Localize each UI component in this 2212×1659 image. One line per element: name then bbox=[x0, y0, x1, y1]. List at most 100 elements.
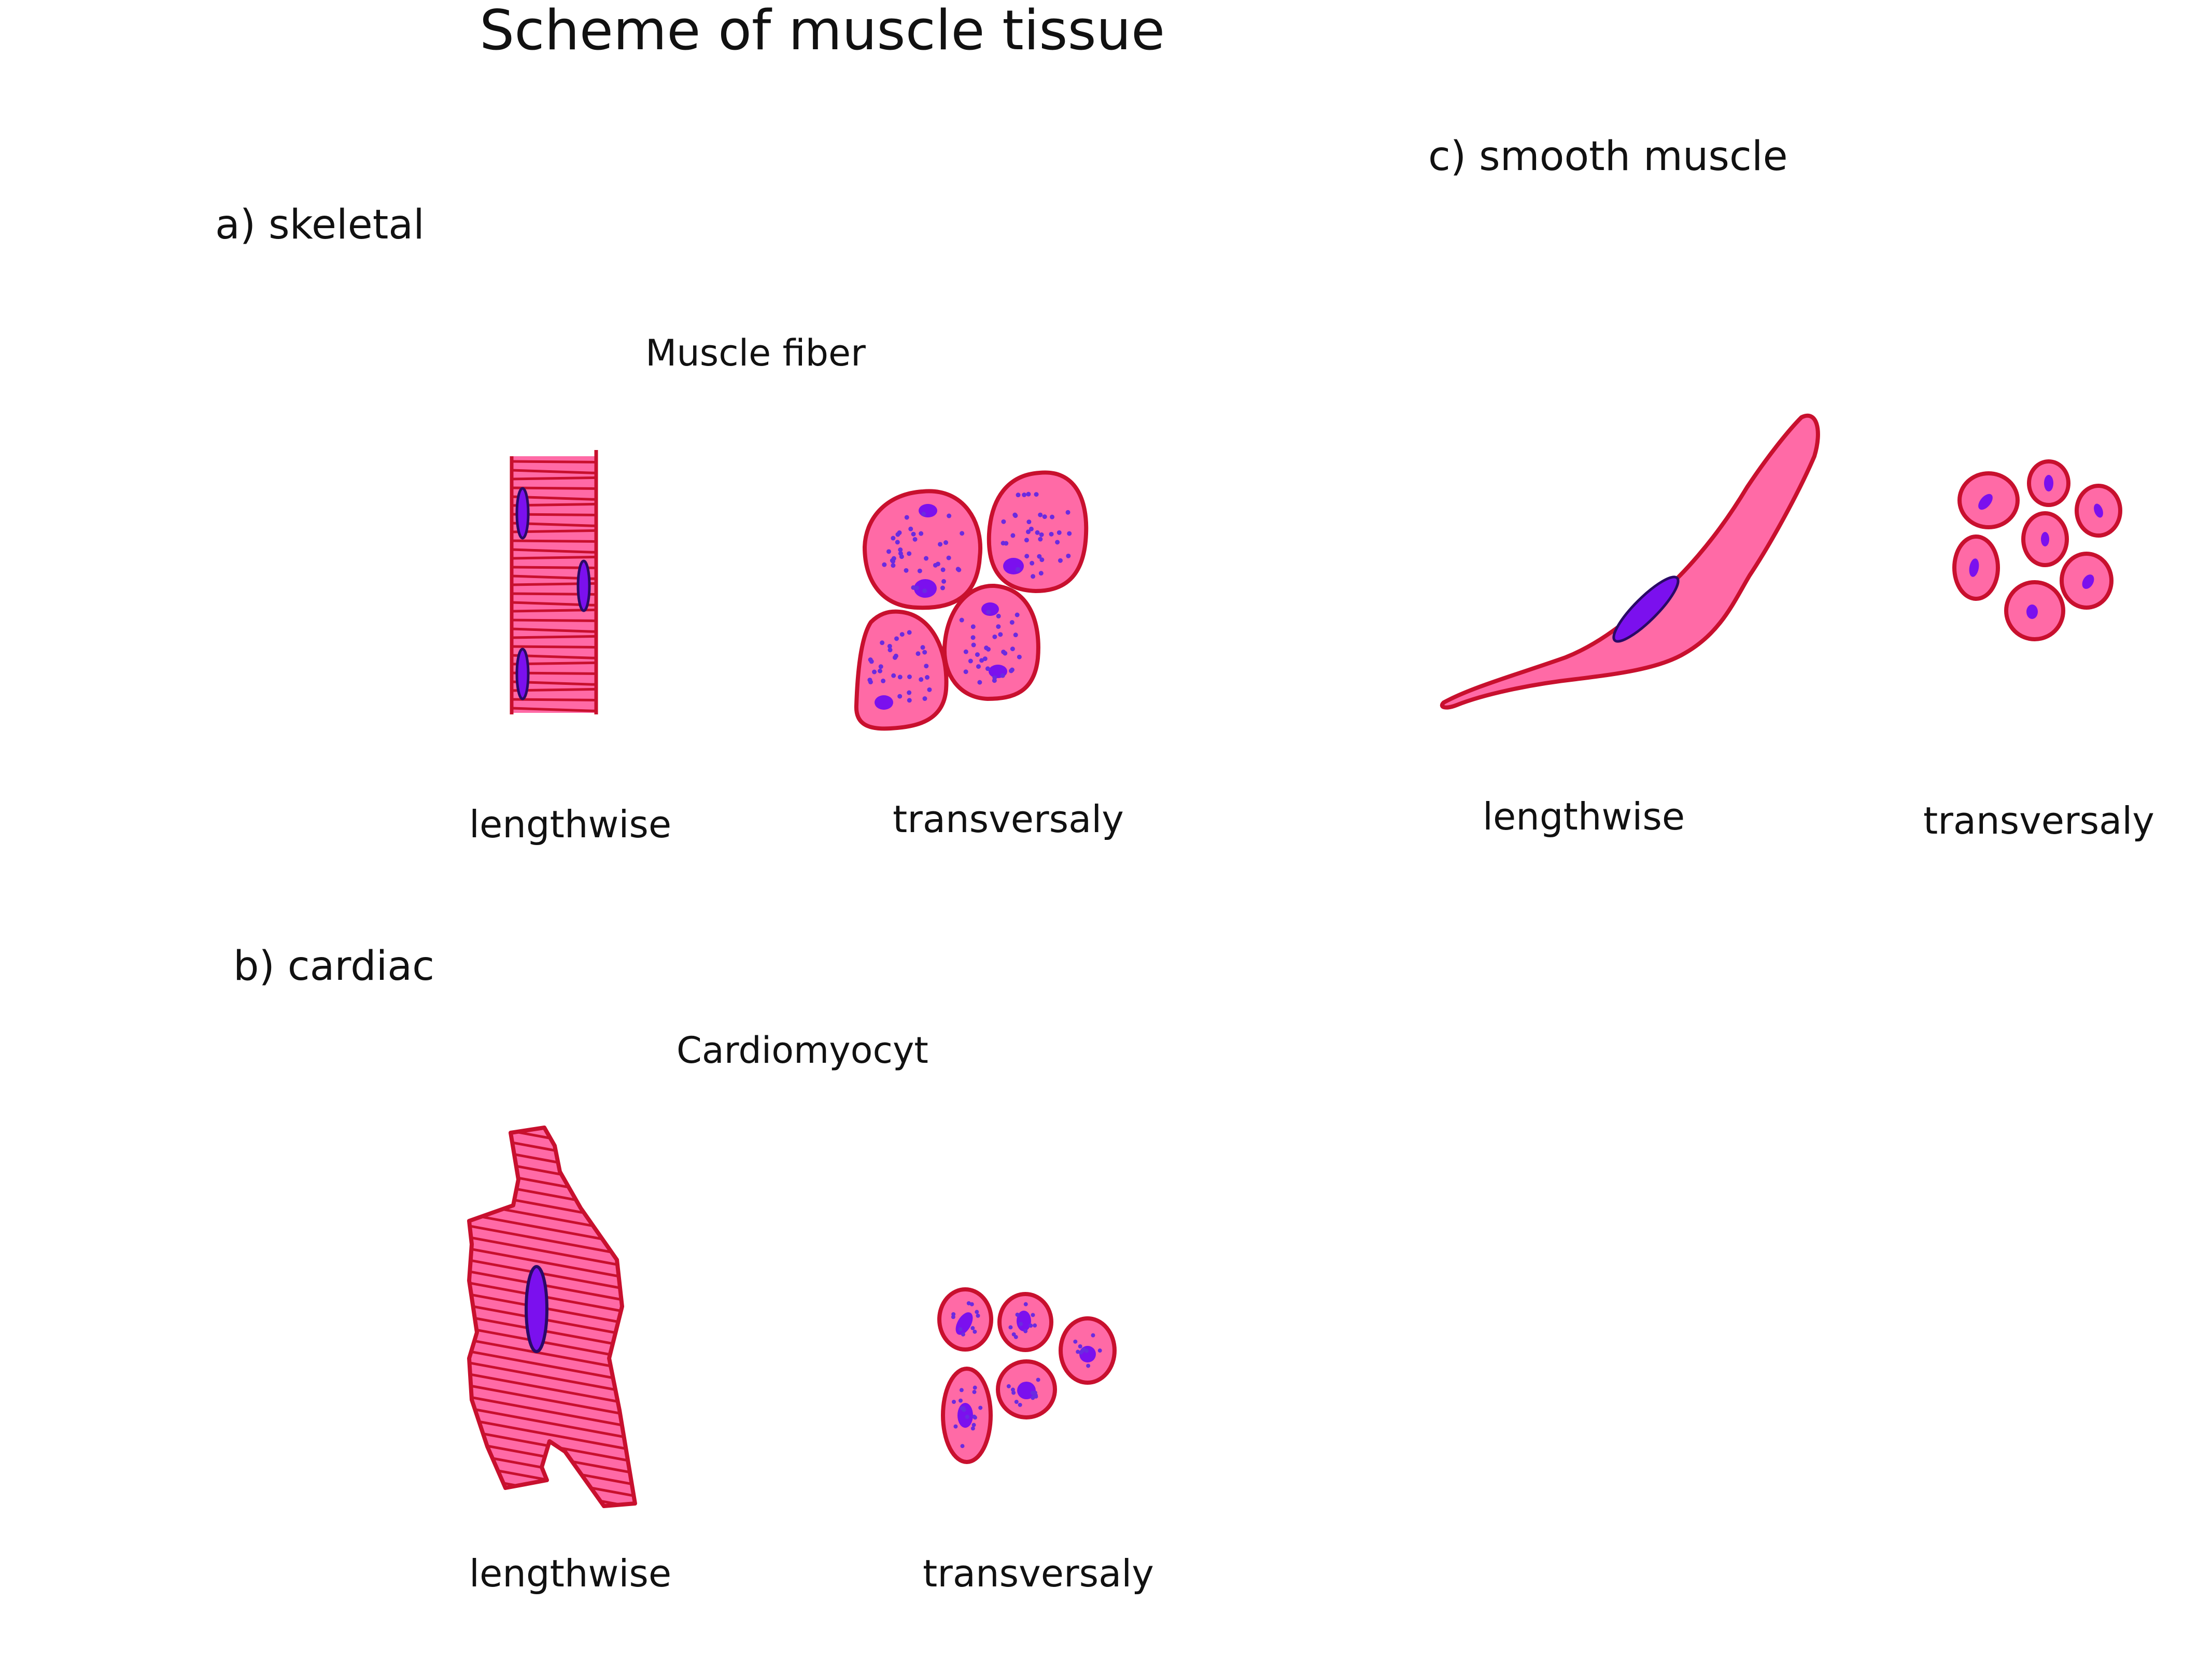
nucleus-icon bbox=[957, 1403, 973, 1428]
granule-dot bbox=[908, 526, 913, 531]
nucleus-icon bbox=[525, 1265, 548, 1353]
label-cardiac-transversaly: transversaly bbox=[923, 1552, 1154, 1595]
label-smooth-lengthwise: lengthwise bbox=[1483, 795, 1685, 838]
caption-cardiomyocyt: Cardiomyocyt bbox=[677, 1029, 928, 1072]
granule-dot bbox=[1058, 558, 1063, 563]
granule-dot bbox=[1076, 1349, 1080, 1354]
granule-dot bbox=[970, 1426, 975, 1431]
granule-dot bbox=[1023, 1302, 1028, 1306]
granule-dot bbox=[958, 1327, 963, 1332]
granule-dot bbox=[1042, 514, 1047, 519]
granule-dot bbox=[984, 645, 989, 651]
granule-dot bbox=[960, 1444, 965, 1449]
granule-dot bbox=[1030, 1390, 1035, 1395]
granule-dot bbox=[968, 658, 973, 664]
granule-dot bbox=[907, 551, 912, 556]
granule-dot bbox=[895, 540, 900, 545]
granule-dot bbox=[975, 652, 980, 657]
granule-dot bbox=[887, 648, 893, 653]
cardiomyocytes-transverse bbox=[937, 1287, 1117, 1464]
granule-dot bbox=[1026, 491, 1031, 497]
nucleus-icon bbox=[2082, 574, 2094, 589]
granule-dot bbox=[996, 624, 1001, 629]
granule-dot bbox=[1004, 541, 1009, 546]
nucleus-icon bbox=[515, 648, 530, 700]
section-label-cardiac: b) cardiac bbox=[233, 943, 434, 990]
granule-dot bbox=[1008, 1325, 1013, 1330]
label-skeletal-transversaly: transversaly bbox=[893, 797, 1124, 841]
granule-dot bbox=[1065, 510, 1070, 515]
page-title: Scheme of muscle tissue bbox=[480, 0, 1165, 62]
granule-dot bbox=[972, 1414, 977, 1419]
granule-dot bbox=[897, 694, 903, 699]
nucleus-icon bbox=[1003, 558, 1024, 574]
granule-dot bbox=[960, 1406, 964, 1411]
granule-dot bbox=[897, 530, 902, 536]
granule-dot bbox=[1010, 646, 1015, 652]
nucleus-icon bbox=[914, 579, 937, 598]
granule-dot bbox=[973, 1329, 977, 1334]
granule-dot bbox=[1033, 1323, 1037, 1328]
granule-dot bbox=[1031, 1313, 1035, 1317]
granule-dot bbox=[925, 675, 930, 680]
granule-dot bbox=[887, 643, 892, 649]
granule-dot bbox=[868, 657, 873, 663]
striation-line bbox=[511, 707, 596, 712]
striation-line bbox=[511, 555, 596, 560]
granule-dot bbox=[1024, 554, 1030, 559]
granule-dot bbox=[982, 656, 988, 662]
granule-dot bbox=[882, 562, 887, 567]
granule-dot bbox=[1003, 651, 1008, 656]
granule-dot bbox=[1034, 1394, 1038, 1399]
label-cardiac-lengthwise: lengthwise bbox=[469, 1552, 671, 1595]
striation-line bbox=[469, 1128, 635, 1147]
granule-dot bbox=[891, 556, 896, 561]
granule-dot bbox=[958, 1398, 963, 1403]
granule-dot bbox=[975, 1310, 979, 1314]
granule-dot bbox=[986, 610, 991, 615]
granule-dot bbox=[894, 636, 899, 641]
granule-dot bbox=[946, 555, 951, 560]
granule-dot bbox=[881, 678, 886, 683]
granule-dot bbox=[924, 664, 929, 669]
granule-dot bbox=[978, 1405, 983, 1410]
granule-dot bbox=[1055, 540, 1060, 545]
granule-dot bbox=[1010, 533, 1016, 538]
granule-dot bbox=[898, 551, 903, 556]
granule-dot bbox=[922, 650, 927, 655]
granule-dot bbox=[915, 651, 921, 656]
granule-dot bbox=[1066, 553, 1071, 558]
granule-dot bbox=[1080, 1348, 1084, 1353]
nucleus-icon bbox=[1978, 494, 1993, 510]
granule-dot bbox=[907, 690, 912, 695]
granule-dot bbox=[970, 624, 976, 629]
transverse-fiber-cell bbox=[942, 583, 1040, 701]
granule-dot bbox=[970, 1326, 975, 1330]
granule-dot bbox=[1097, 1348, 1102, 1353]
granule-dot bbox=[898, 547, 903, 552]
granule-dot bbox=[927, 687, 932, 692]
granule-dot bbox=[886, 549, 891, 554]
striation-line bbox=[469, 1416, 635, 1455]
granule-dot bbox=[1067, 531, 1072, 536]
granule-dot bbox=[1034, 492, 1039, 497]
granule-dot bbox=[922, 588, 927, 594]
striation-line bbox=[511, 618, 596, 622]
granule-dot bbox=[1024, 538, 1029, 543]
nucleus-icon bbox=[2044, 475, 2053, 491]
label-smooth-transversaly: transversaly bbox=[1923, 799, 2154, 842]
granule-dot bbox=[1031, 574, 1036, 579]
striation-line bbox=[511, 469, 596, 474]
granule-dot bbox=[878, 664, 883, 669]
striation-line bbox=[456, 1509, 653, 1545]
granule-dot bbox=[1086, 1363, 1091, 1368]
striation-line bbox=[469, 1404, 635, 1444]
granule-dot bbox=[1039, 557, 1045, 563]
granule-dot bbox=[919, 677, 924, 682]
granule-dot bbox=[933, 563, 938, 568]
granule-dot bbox=[1013, 632, 1018, 638]
granule-dot bbox=[1009, 668, 1014, 673]
nucleus-icon bbox=[1969, 558, 1979, 577]
nucleus-icon bbox=[919, 504, 937, 517]
granule-dot bbox=[880, 640, 885, 645]
